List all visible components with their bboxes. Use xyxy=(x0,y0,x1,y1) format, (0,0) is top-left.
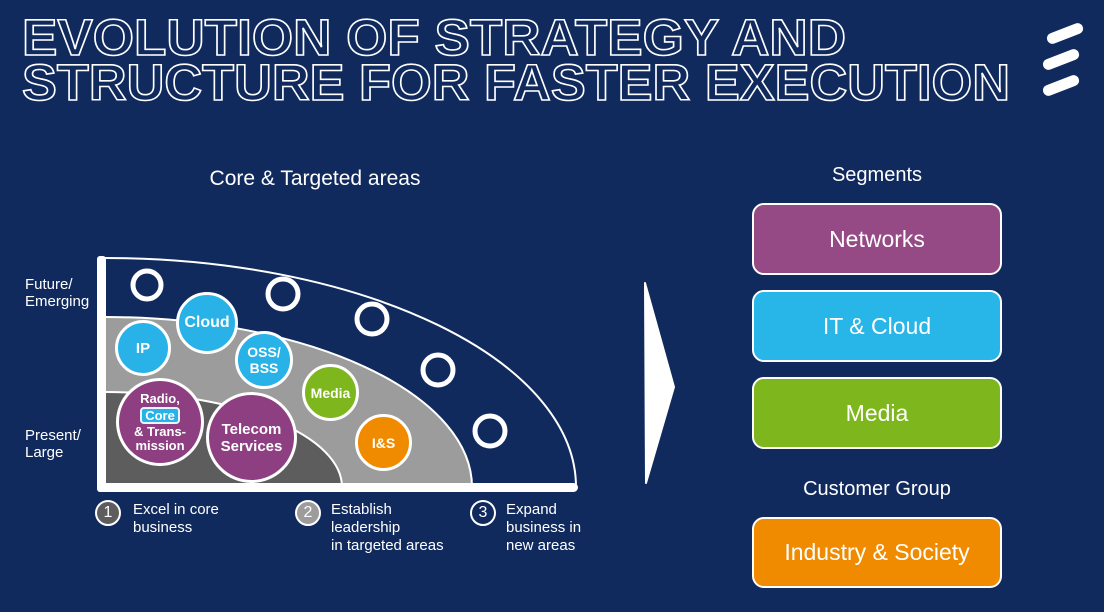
step-text-line: Establish xyxy=(331,501,392,518)
step-1-text: Excel in core business xyxy=(133,501,219,537)
segment-label: Networks xyxy=(829,225,925,252)
outer-boundary-curve xyxy=(104,257,577,488)
customer-group-heading: Customer Group xyxy=(803,478,951,500)
axis-label-line: Future/ xyxy=(25,276,73,293)
segment-label: IT & Cloud xyxy=(822,312,932,339)
empty-bubble-circle xyxy=(130,268,164,302)
step-2-badge: 2 xyxy=(295,500,321,526)
slide-title: EVOLUTION OF STRATEGY AND STRUCTURE FOR … xyxy=(21,8,1011,110)
y-axis-label-present-large: Present/ Large xyxy=(25,427,81,461)
step-3-text: Expand business in new areas xyxy=(506,501,581,555)
step-text-line: new areas xyxy=(506,537,576,554)
bubble-oss-bss: OSS/ BSS xyxy=(235,331,293,389)
core-word-highlight: Core xyxy=(140,406,180,424)
step-number: 2 xyxy=(303,504,313,521)
ericsson-logo-icon xyxy=(1040,20,1090,98)
bubble-label: & Trans- xyxy=(133,423,186,439)
logo-bar-icon xyxy=(1041,73,1081,98)
bubble-label: Telecom xyxy=(221,420,282,438)
bubble-telecom-services: Telecom Services xyxy=(206,392,297,483)
bubble-label: IP xyxy=(135,339,151,357)
title-line-1: EVOLUTION OF STRATEGY AND xyxy=(22,9,846,66)
step-text-line: business xyxy=(133,519,193,536)
axis-label-line: Large xyxy=(25,444,64,461)
step-number: 1 xyxy=(103,504,113,521)
bubble-label: Media xyxy=(310,384,351,401)
step-2-text: Establish leadership in targeted areas xyxy=(331,501,444,555)
bubble-cloud: Cloud xyxy=(176,292,238,354)
bubble-ip: IP xyxy=(115,320,171,376)
segment-box-media: Media xyxy=(752,377,1002,449)
bubble-label: Services xyxy=(220,437,283,455)
logo-bar-icon xyxy=(1041,47,1081,72)
step-text-line: Expand xyxy=(506,501,557,518)
diagram-heading: Core & Targeted areas xyxy=(209,167,421,190)
step-1-badge: 1 xyxy=(95,500,121,526)
bubble-industry-society: I&S xyxy=(355,414,412,471)
empty-bubble-circle xyxy=(472,413,508,449)
bubble-label: I&S xyxy=(371,434,396,451)
x-axis-bar xyxy=(97,483,578,492)
segment-label: Media xyxy=(845,399,909,426)
customer-box-industry-society: Industry & Society xyxy=(752,517,1002,588)
step-3-badge: 3 xyxy=(470,500,496,526)
step-number: 3 xyxy=(478,504,488,521)
segment-box-it-cloud: IT & Cloud xyxy=(752,290,1002,362)
segments-heading: Segments xyxy=(831,164,923,186)
bubble-label: BSS xyxy=(249,360,279,376)
bubble-label: Cloud xyxy=(184,314,230,331)
empty-bubble-circle xyxy=(354,301,390,337)
axis-label-line: Emerging xyxy=(25,293,90,310)
title-line-2: STRUCTURE FOR FASTER EXECUTION xyxy=(22,54,1010,110)
bubble-label: Radio, xyxy=(140,390,180,406)
bubble-label: OSS/ xyxy=(247,344,281,360)
step-text-line: leadership xyxy=(331,519,401,536)
empty-bubble-circle xyxy=(420,352,456,388)
empty-bubble-circle xyxy=(265,276,301,312)
bubble-label: mission xyxy=(135,437,185,453)
flow-arrow-icon xyxy=(644,282,675,484)
logo-bar-icon xyxy=(1045,21,1085,46)
segment-box-networks: Networks xyxy=(752,203,1002,275)
y-axis-bar xyxy=(97,256,106,492)
segment-label: Industry & Society xyxy=(784,539,970,565)
bubble-radio-core-transmission: Radio, Core & Trans- mission xyxy=(116,378,204,466)
step-text-line: in targeted areas xyxy=(331,537,444,554)
step-text-line: business in xyxy=(506,519,582,536)
bubble-media: Media xyxy=(302,364,359,421)
axis-label-line: Present/ xyxy=(25,427,81,444)
y-axis-label-future-emerging: Future/ Emerging xyxy=(25,276,89,310)
step-text-line: Excel in core xyxy=(133,501,219,518)
